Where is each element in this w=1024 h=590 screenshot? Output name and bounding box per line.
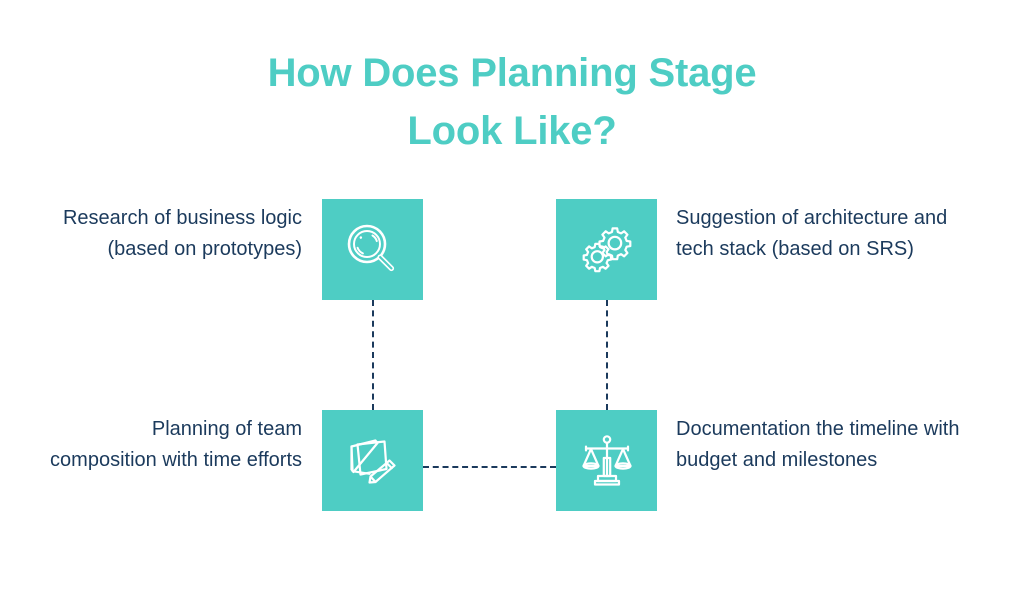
connector-right-vertical [606, 300, 608, 410]
page-title-line-1: How Does Planning Stage [267, 51, 757, 95]
connector-bottom-horizontal [423, 466, 556, 468]
node-research-icon-box[interactable] [322, 199, 423, 300]
scales-icon [581, 434, 632, 486]
notes-pencil-icon [349, 438, 396, 484]
node-team-planning-label: Planning of team composition with time e… [50, 418, 302, 471]
connector-left-vertical [372, 300, 374, 410]
node-research-label: Research of business logic (based on pro… [62, 207, 302, 260]
node-architecture-label: Suggestion of architecture and tech stac… [676, 207, 948, 260]
node-architecture-icon-box[interactable] [556, 199, 657, 300]
page-title-line-2: Look Like? [407, 109, 617, 153]
gears-icon [582, 226, 631, 272]
page-title: How Does Planning Stage Look Like? [0, 44, 1024, 160]
node-documentation-label: Documentation the timeline with budget a… [676, 418, 960, 471]
magnifier-icon [347, 224, 394, 271]
node-team-planning-icon-box[interactable] [322, 410, 423, 511]
node-documentation-icon-box[interactable] [556, 410, 657, 511]
